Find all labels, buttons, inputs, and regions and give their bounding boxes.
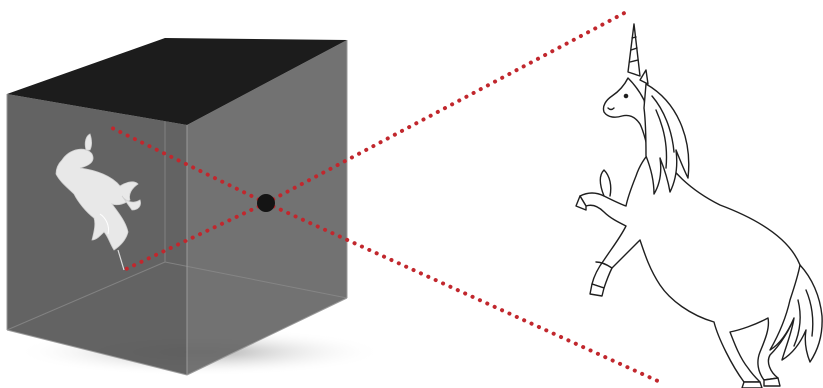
unicorn-subject <box>576 24 822 388</box>
unicorn-body <box>580 150 802 382</box>
pinhole <box>257 194 275 212</box>
camera-obscura-box <box>7 38 347 375</box>
unicorn-horn <box>628 24 640 76</box>
